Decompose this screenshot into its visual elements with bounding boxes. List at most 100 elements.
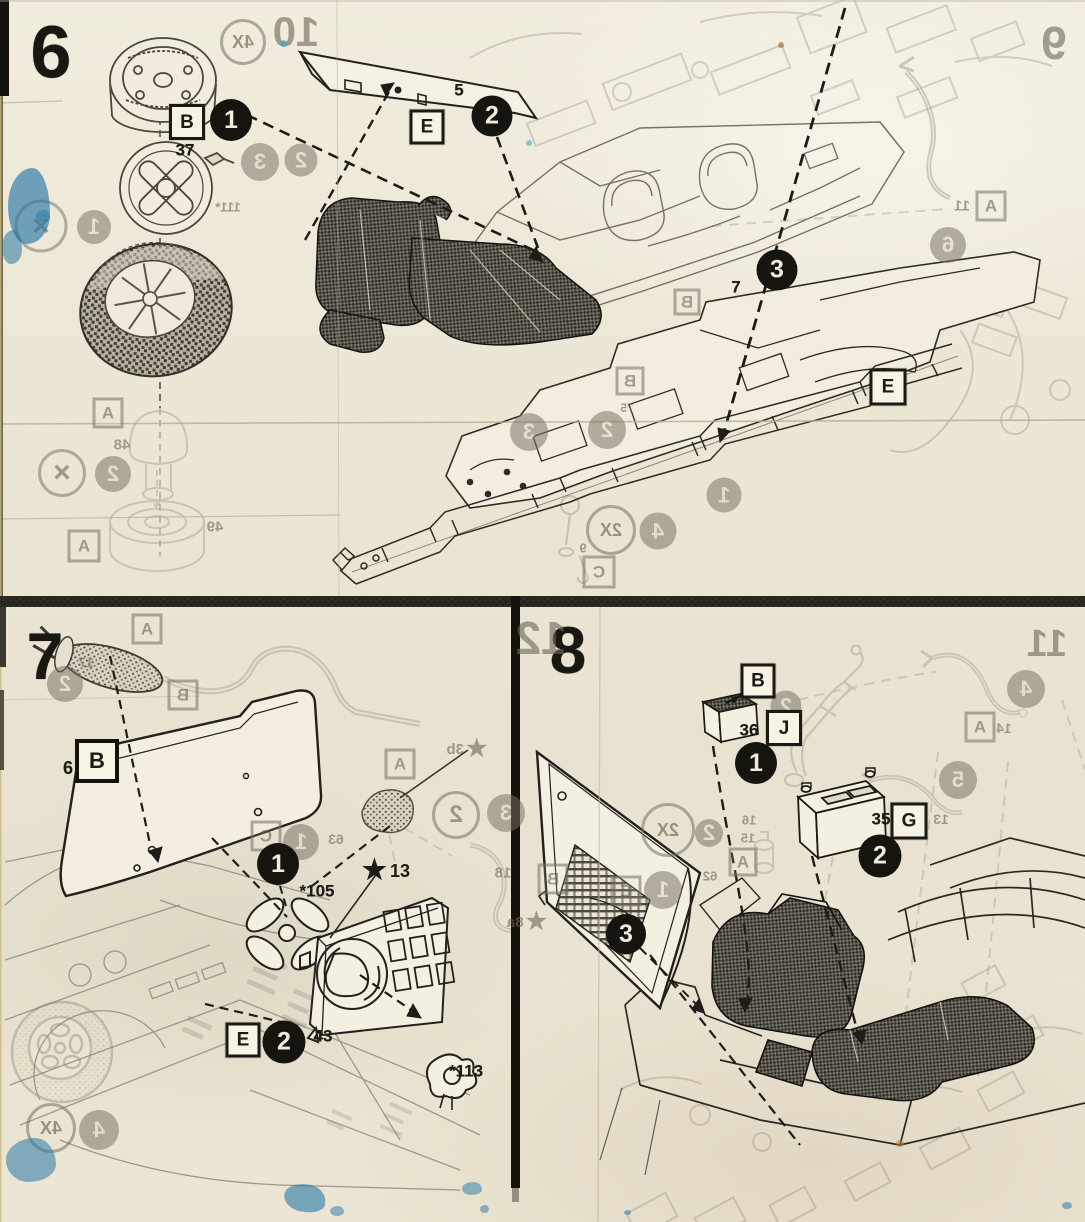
part-35: 35 xyxy=(871,809,891,829)
part-105: *105 xyxy=(299,881,335,901)
ink-stain xyxy=(462,1182,482,1195)
bleed-box-B2: B xyxy=(615,366,645,396)
panel6-drawing xyxy=(59,689,323,898)
paint-box-E-step6b: E xyxy=(869,368,907,406)
paper-speck xyxy=(896,1140,904,1147)
bleed-part-9: 9 xyxy=(579,540,587,556)
ink-stain xyxy=(2,230,22,264)
paint-box-G-step8: G xyxy=(890,802,928,840)
seq-1-step8: 1 xyxy=(735,742,777,784)
bleed-circle-1d: 1 xyxy=(644,871,682,909)
paint-box-B-step7: B xyxy=(75,739,119,783)
bleed-circle-1b: 1 xyxy=(706,477,742,513)
bleed-circle-5: 5 xyxy=(939,761,977,799)
bleed-qty-2x-step8: 2X xyxy=(641,803,695,857)
ink-speck xyxy=(1062,1202,1072,1209)
bleed-circle-4b: 4 xyxy=(79,1110,119,1150)
coupling-drawing xyxy=(311,749,469,887)
engine-blob-drawing xyxy=(315,195,602,353)
seq-1-step7: 1 xyxy=(257,843,299,885)
star-icon: ★ xyxy=(361,854,388,885)
ink-stain xyxy=(480,1205,489,1213)
paint-box-B-step6: B xyxy=(169,104,205,140)
seq-2-step7: 2 xyxy=(262,1020,306,1064)
bleed-box-B1: B xyxy=(673,288,701,316)
step6-leaders xyxy=(246,7,847,444)
paint-box-E-step6a: E xyxy=(409,109,445,145)
bleed-step12-number: 12 xyxy=(515,612,567,664)
bleed-circle-2d: 2 xyxy=(47,666,83,702)
bleed-box-A5: A xyxy=(384,748,416,780)
bleed-part-63: 63 xyxy=(328,831,344,847)
ink-speck xyxy=(624,1210,631,1215)
step-6-number: 6 xyxy=(30,10,71,94)
paint-box-E-step7: E xyxy=(225,1022,261,1058)
bleed-part-8a-star: ★8a xyxy=(506,908,548,935)
paper-speck xyxy=(778,42,784,48)
paint-box-B-step8: B xyxy=(740,663,776,699)
part-43: 43 xyxy=(313,1026,333,1046)
bleed-circle-2b: 2 xyxy=(95,456,131,492)
bleed-part-16: 16 xyxy=(741,812,757,828)
part36-drawing xyxy=(700,690,759,744)
part113-drawing xyxy=(426,1053,478,1110)
step7-art xyxy=(4,625,481,1191)
bleed-pipes xyxy=(10,55,1085,1104)
part-113: *113 xyxy=(448,1061,484,1081)
seq-2-step6: 2 xyxy=(471,95,513,137)
bleed-box-A7: A xyxy=(728,847,758,877)
tire-drawing xyxy=(79,241,233,378)
bleed-part-15: 15 xyxy=(740,830,756,846)
part-6: 6 xyxy=(62,758,74,778)
wheel-front-drawing xyxy=(119,141,235,235)
bleed-box-E1: E xyxy=(610,875,642,907)
part-7: 7 xyxy=(731,277,741,297)
bleed-box-C1: C xyxy=(582,555,616,589)
bleed-box-A2: A xyxy=(67,529,101,563)
bleed-circle-3a: 3 xyxy=(241,143,279,181)
bleed-circle-4c: 4 xyxy=(1007,670,1045,708)
bleed-part-111: 111* xyxy=(215,199,241,215)
bleed-box-A3: A xyxy=(975,190,1007,222)
step8-art xyxy=(535,690,1085,1176)
bleed-circle-4a: 4 xyxy=(639,512,677,550)
bleed-box-A1: A xyxy=(92,397,124,429)
bleed-circle-2f: 2 xyxy=(695,819,723,847)
seq-2-step8: 2 xyxy=(858,834,902,878)
bleed-part-49: 49 xyxy=(206,518,224,536)
bleed-qty-4x-top: 4X xyxy=(220,19,266,65)
bleed-part-18: 18 xyxy=(494,864,512,882)
ink-speck xyxy=(280,40,287,47)
bleed-circle-1a: 1 xyxy=(77,210,111,244)
seq-3-step6: 3 xyxy=(756,249,798,291)
bleed-part-62: 62 xyxy=(702,868,718,884)
bleed-circle-6: 6 xyxy=(930,227,966,263)
section-dividers xyxy=(0,596,1085,1202)
step7-leaders xyxy=(108,655,422,1028)
bleed-part-11: 11 xyxy=(954,197,970,215)
insulation-pads-drawing xyxy=(711,893,1035,1102)
muffler-drawing xyxy=(32,625,164,693)
part-5: 5 xyxy=(454,80,464,100)
bleed-circle-3c: 3 xyxy=(487,794,525,832)
ink-stain xyxy=(330,1206,344,1216)
bleed-circle-3b: 3 xyxy=(510,413,548,451)
bleed-part-13: 13 xyxy=(933,811,949,827)
seq-3-step8: 3 xyxy=(606,914,646,954)
bleed-part-14: 14 xyxy=(996,720,1012,736)
ink-speck xyxy=(526,140,532,146)
bleed-step9-number: 9 xyxy=(1041,17,1067,69)
bleed-circle-outline-2: 2 xyxy=(432,791,480,839)
seq-1-step6: 1 xyxy=(210,99,252,141)
step-8-number: 8 xyxy=(549,613,587,687)
part-36: 36 xyxy=(739,720,759,740)
step8-leaders xyxy=(639,745,867,1146)
bleed-step11-number: 11 xyxy=(1026,623,1068,665)
shroud-drawing xyxy=(299,896,456,1044)
paint-box-J-step8: J xyxy=(766,710,802,746)
bleed-box-A6: A xyxy=(964,711,996,743)
bleed-box-A4: A xyxy=(131,613,163,645)
